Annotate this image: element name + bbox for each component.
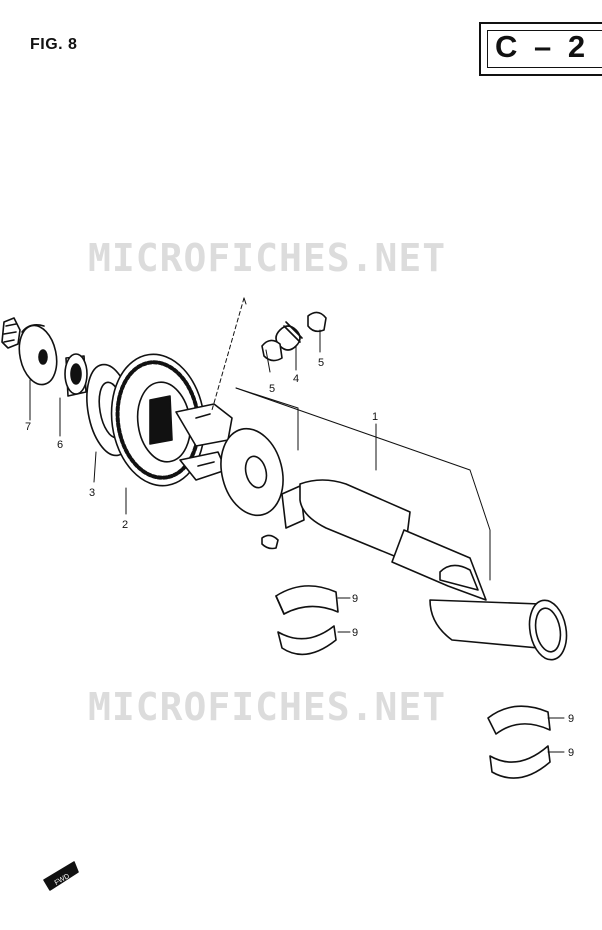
balancer-shaft-part-1 <box>281 479 568 661</box>
section-code: C – 2 <box>495 29 590 64</box>
sleeve-part-6 <box>64 353 88 397</box>
gear-part-2 <box>110 353 206 487</box>
callout-3: 3 <box>89 487 95 499</box>
callout-1: 1 <box>372 411 378 423</box>
callout-4: 4 <box>293 373 299 385</box>
watermark-top: MICROFICHES.NET <box>88 236 447 280</box>
bearing-part-9b <box>277 625 337 656</box>
callout-6: 6 <box>57 439 63 451</box>
cap-part-5a <box>261 339 283 362</box>
bearing-part-9a <box>275 585 339 615</box>
bearing-part-9c <box>487 705 551 735</box>
callout-9b: 9 <box>352 627 358 639</box>
callout-7: 7 <box>25 421 31 433</box>
bolt-part-7 <box>1 317 21 349</box>
callout-2: 2 <box>122 519 128 531</box>
section-code-inner-frame <box>487 30 602 68</box>
washer-part-7 <box>18 324 58 386</box>
leader-lines <box>29 297 565 753</box>
shaft-washer <box>220 427 284 517</box>
callout-9a: 9 <box>352 593 358 605</box>
bearing-part-9d <box>489 745 551 779</box>
section-code-box: C – 2 <box>479 22 602 76</box>
cap-part-5b <box>307 311 327 333</box>
fwd-arrow-icon <box>43 861 79 891</box>
callout-9c: 9 <box>568 713 574 725</box>
callout-5b: 5 <box>318 357 324 369</box>
figure-title: FIG. 8 <box>30 36 78 53</box>
woodruff-key <box>261 534 279 550</box>
callout-9d: 9 <box>568 747 574 759</box>
callout-5a: 5 <box>269 383 275 395</box>
watermark-bottom: MICROFICHES.NET <box>88 685 447 729</box>
